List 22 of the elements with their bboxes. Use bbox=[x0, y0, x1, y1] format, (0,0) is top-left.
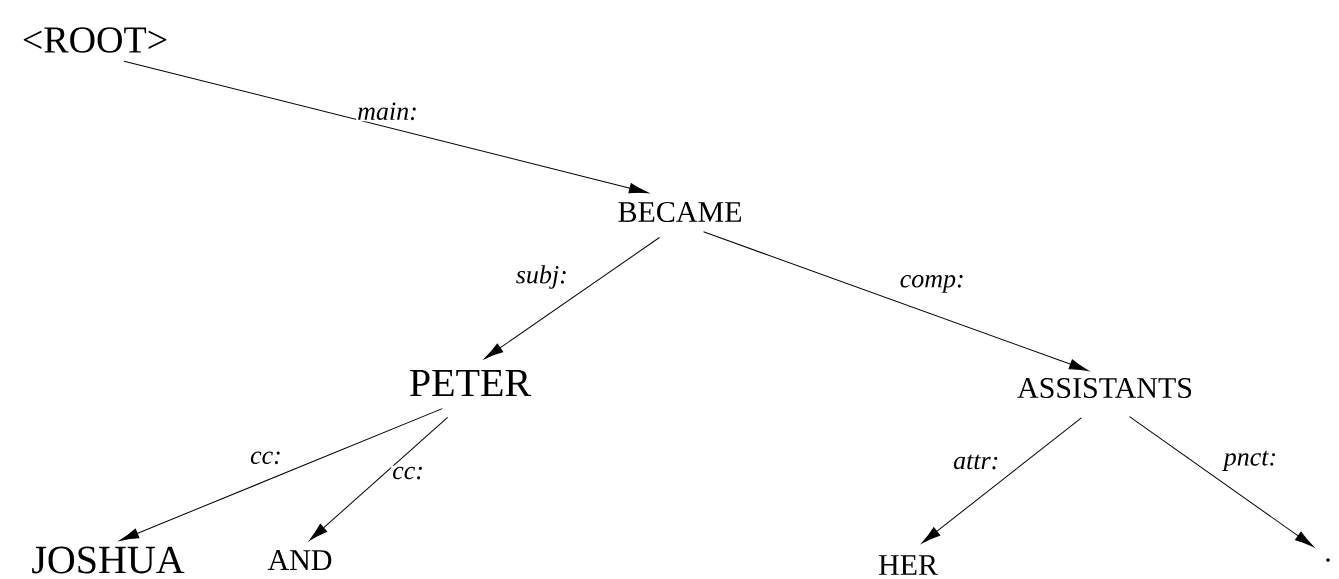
arrow bbox=[119, 408, 443, 541]
edge-label: attr: bbox=[952, 453, 1001, 471]
word-label: . bbox=[1326, 558, 1330, 562]
word-label: ASSISTANTS bbox=[1017, 377, 1192, 399]
arrow bbox=[123, 60, 649, 194]
word-label: HER bbox=[878, 555, 938, 575]
word-label: AND bbox=[267, 550, 332, 570]
edge-label: cc: bbox=[391, 465, 425, 481]
word-label: PETER bbox=[410, 369, 532, 397]
arrow bbox=[309, 416, 449, 541]
word-label: <ROOT> bbox=[23, 27, 167, 53]
word-label: JOSHUA bbox=[32, 546, 185, 574]
edge-label: main: bbox=[356, 101, 419, 122]
edge-label: subj: bbox=[514, 264, 569, 290]
word-label: BECAME bbox=[618, 201, 741, 223]
edge-label: pnct: bbox=[1222, 449, 1279, 472]
edge-label: comp: bbox=[898, 274, 966, 294]
arrow bbox=[921, 417, 1082, 544]
edge-label: cc: bbox=[249, 450, 283, 466]
arrow bbox=[484, 237, 660, 359]
arrow bbox=[1129, 416, 1314, 548]
arrow bbox=[703, 231, 1089, 372]
